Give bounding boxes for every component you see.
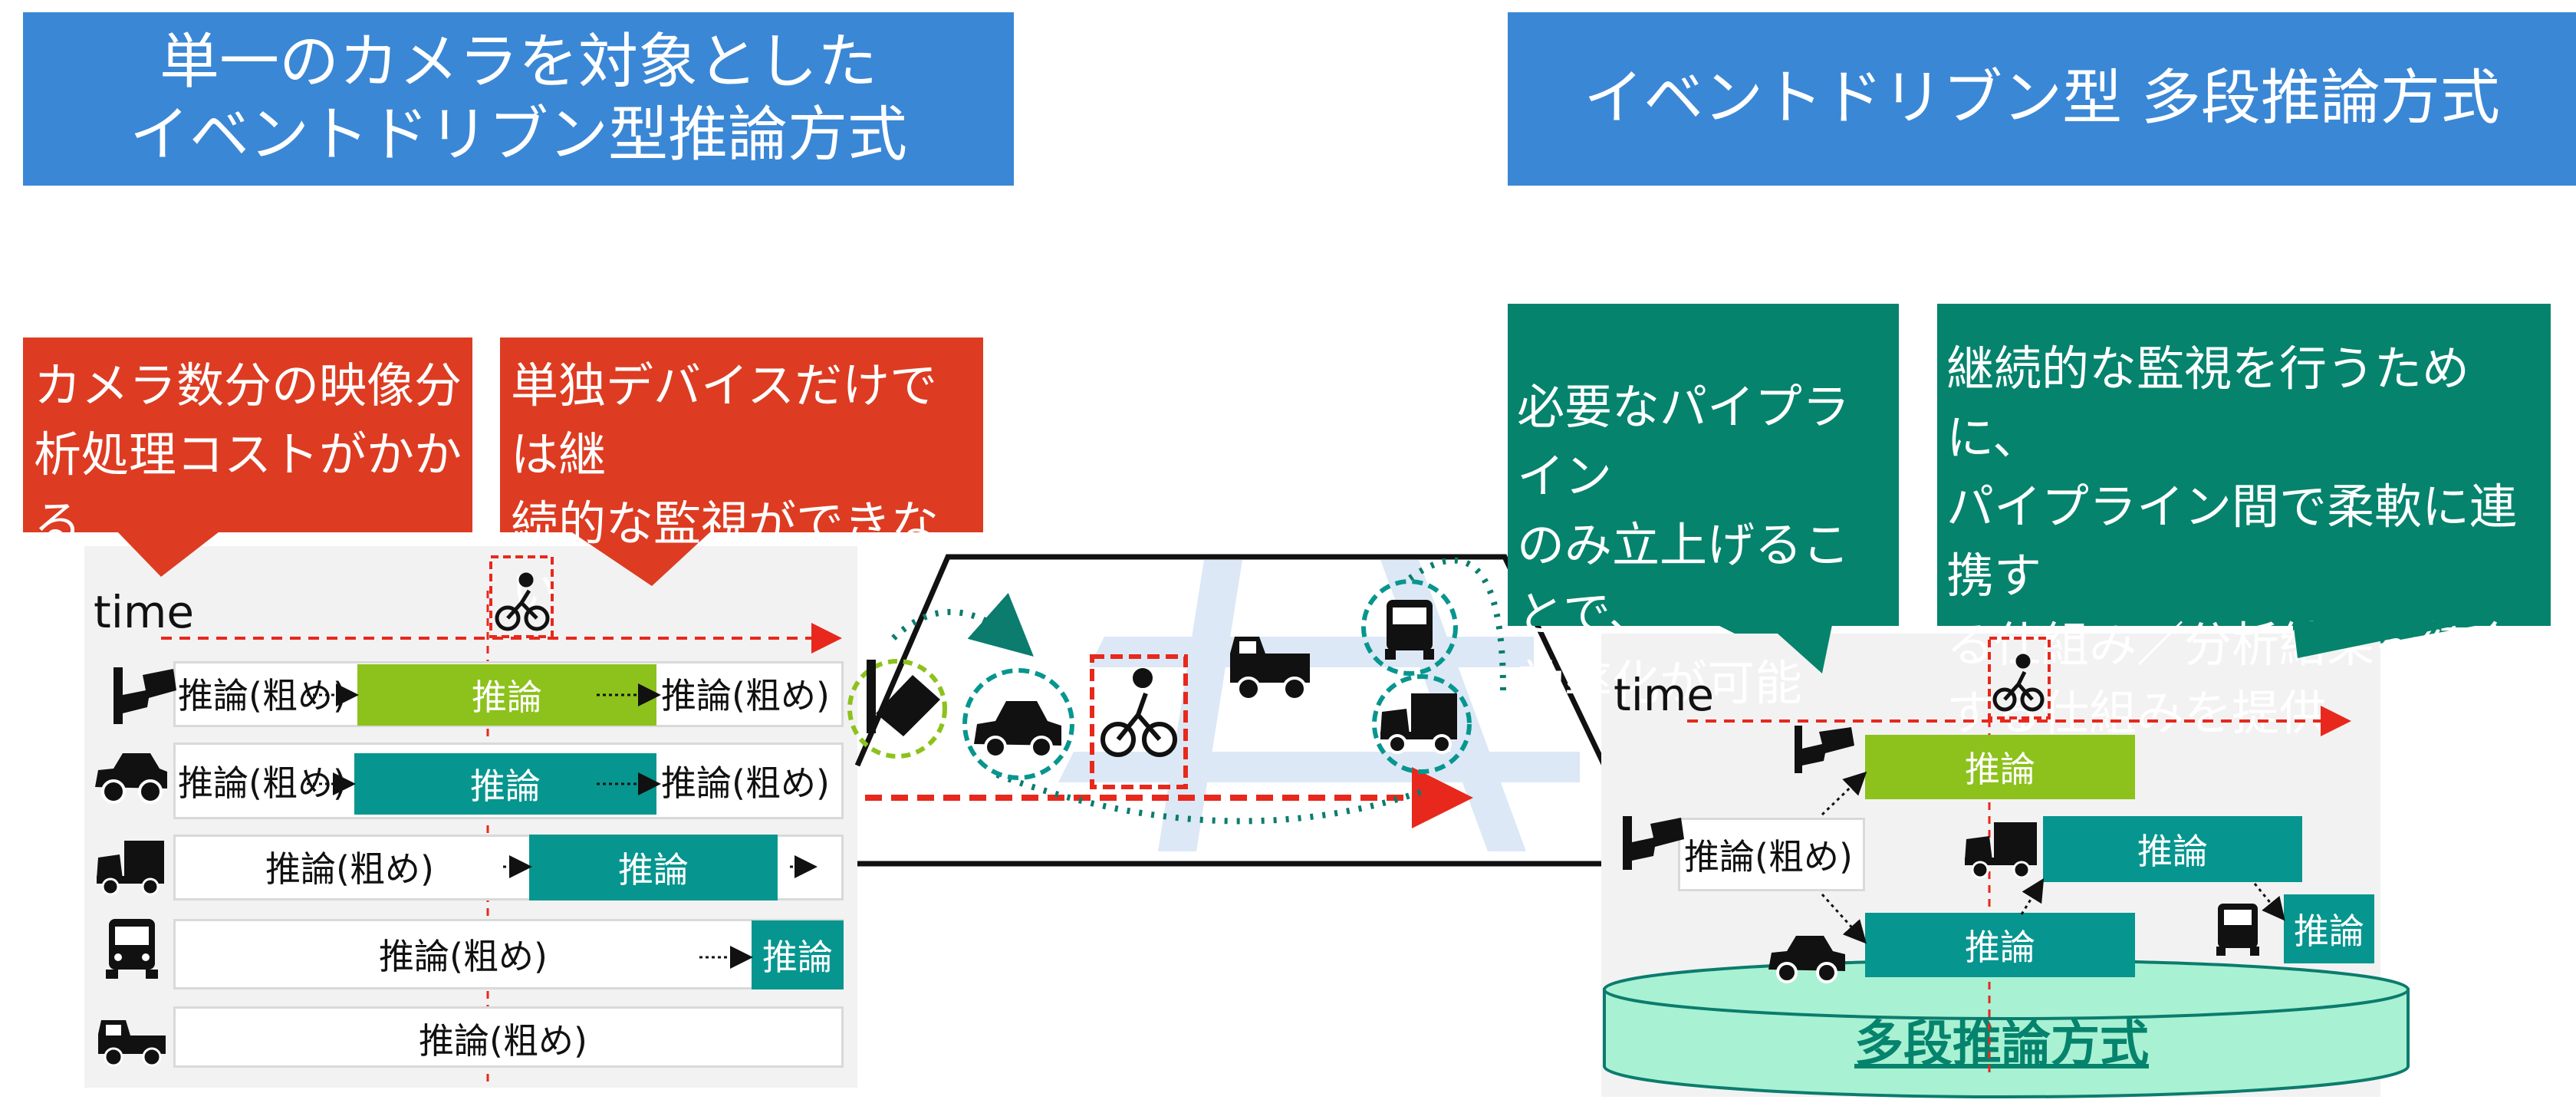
right-time-label: time (1614, 669, 1715, 721)
right-header-text: イベントドリブン型 多段推論方式 (1584, 64, 2500, 133)
road-camera-icon (867, 660, 940, 736)
road-bicycle-icon (1100, 668, 1177, 757)
road-car-circle (962, 668, 1074, 780)
pickup-truck-icon (98, 1020, 166, 1067)
right-callout-efficiency: 必要なパイプライン のみ立上げることで、 効率化が可能 (1508, 304, 1899, 711)
left-header-line2: イベントドリブン型推論方式 (129, 100, 907, 170)
left-row-4-coarse-left: 推論(粗め) (379, 936, 548, 977)
left-row-4-infer: 推論 (752, 920, 844, 989)
left-header: 単一のカメラを対象とした イベントドリブン型推論方式 (23, 12, 1014, 186)
road-camera-circle (847, 659, 947, 759)
right-callout-coordination-line1: 継続的な監視を行うために、 (1946, 341, 2470, 466)
left-callout-continuity-line1: 単独デバイスだけでは継 (511, 357, 938, 482)
right-camera-icon-left (1623, 816, 1684, 870)
right-callout-efficiency-line3: 効率化が可能 (1517, 654, 1803, 711)
right-infer-small: 推論 (2284, 894, 2374, 963)
camera-icon (114, 667, 176, 724)
left-row-5-track (173, 1006, 844, 1068)
left-row-2-coarse-right: 推論(粗め) (661, 762, 830, 804)
left-time-label: time (94, 586, 195, 638)
car-icon (95, 753, 167, 804)
left-row-1-infer: 推論 (357, 664, 656, 726)
right-car-icon (1768, 936, 1845, 983)
callout1-tail (115, 529, 222, 577)
road-pickup-icon (1230, 637, 1310, 701)
road-car-icon (974, 701, 1061, 759)
db-label: 多段推論方式 (1854, 1016, 2149, 1073)
left-callout-continuity: 単独デバイスだけでは継 続的な監視ができない (500, 337, 983, 621)
right-header: イベントドリブン型 多段推論方式 (1508, 12, 2576, 186)
right-camera-icon-top (1795, 726, 1854, 773)
handoff-arc-3 (1401, 557, 1506, 691)
left-row-3-infer: 推論 (529, 835, 778, 901)
right-callout-coordination-line2: パイプライン間で柔軟に連携す (1946, 478, 2518, 604)
right-bicycle-icon (1992, 654, 2045, 712)
left-callout-cost-line1: カメラ数分の映像分 (34, 357, 462, 413)
left-header-line1: 単一のカメラを対象とした (159, 27, 877, 97)
right-callout-efficiency-line1: 必要なパイプライン (1517, 379, 1851, 504)
left-callout-continuity-line2: 続的な監視ができない (511, 495, 939, 621)
right-infer-mid: 推論 (2043, 816, 2302, 882)
right-coarse-box (1678, 818, 1865, 891)
left-event-box (489, 555, 554, 638)
left-callout-cost-line2: 析処理コストがかかる (34, 426, 462, 552)
road-bus-circle (1361, 579, 1458, 676)
left-bicycle-icon (495, 572, 550, 631)
right-truck-icon (1965, 822, 2037, 879)
road-truck-icon (1380, 693, 1457, 754)
left-callout-cost: カメラ数分の映像分 析処理コストがかかる (23, 337, 472, 552)
road-truck-circle (1372, 674, 1472, 774)
right-coarse-label: 推論(粗め) (1684, 836, 1853, 877)
right-callout-coordination: 継続的な監視を行うために、 パイプライン間で柔軟に連携す る仕組み／分析結果を統… (1937, 304, 2551, 741)
left-row-5-coarse-left: 推論(粗め) (419, 1020, 587, 1062)
truck-icon (97, 841, 164, 896)
callout2-tail (568, 529, 713, 586)
right-infer-top: 推論 (1865, 735, 2135, 799)
left-row-3-coarse-left: 推論(粗め) (265, 848, 434, 890)
road-bus-icon (1385, 600, 1434, 660)
left-row-1-coarse-right: 推論(粗め) (661, 675, 830, 716)
right-bus-icon (2216, 904, 2259, 956)
road-bicycle-box (1090, 654, 1188, 789)
right-infer-bottom: 推論 (1865, 913, 2135, 977)
left-row-1-coarse-left: 推論(粗め) (178, 675, 347, 716)
bus-icon (106, 919, 158, 979)
left-row-2-coarse-left: 推論(粗め) (178, 762, 347, 804)
right-event-box (1988, 637, 2051, 719)
left-row-2-infer: 推論 (354, 753, 656, 815)
right-callout-efficiency-line2: のみ立上げることで、 (1517, 516, 1851, 642)
